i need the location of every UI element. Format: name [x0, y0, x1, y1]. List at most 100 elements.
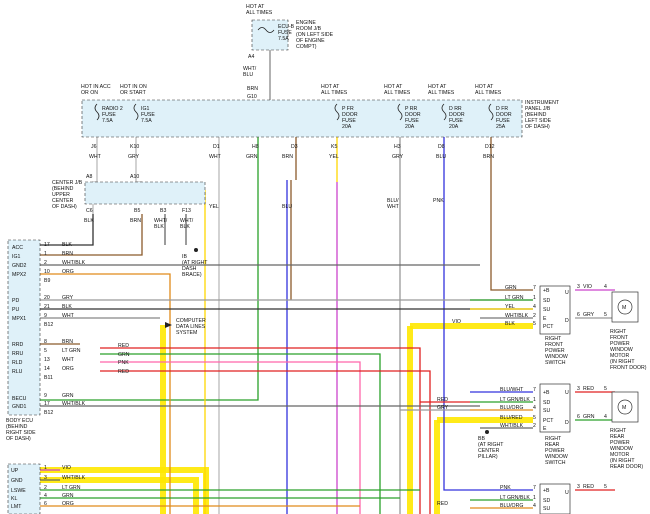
- svg-text:7: 7: [533, 285, 536, 291]
- svg-text:YEL: YEL: [329, 154, 339, 160]
- svg-text:GRY: GRY: [62, 295, 74, 301]
- svg-text:D: D: [565, 318, 569, 324]
- fuse-icon: [334, 103, 340, 121]
- svg-text:PD: PD: [12, 298, 19, 304]
- fuse-icon: [94, 103, 100, 121]
- svg-text:D8: D8: [438, 144, 445, 150]
- svg-text:2: 2: [533, 423, 536, 429]
- svg-text:RRD: RRD: [12, 342, 23, 348]
- svg-text:1: 1: [44, 251, 47, 257]
- svg-text:C6: C6: [86, 208, 93, 214]
- highlighted-circuit: [40, 323, 533, 514]
- svg-text:BRN: BRN: [282, 154, 293, 160]
- svg-text:B11: B11: [44, 375, 53, 381]
- svg-text:4: 4: [604, 284, 607, 290]
- svg-text:6: 6: [577, 312, 580, 318]
- svg-text:UP: UP: [11, 468, 19, 474]
- svg-text:VIO: VIO: [62, 465, 71, 471]
- svg-text:BLU/ORG: BLU/ORG: [500, 503, 523, 509]
- svg-text:H3: H3: [394, 144, 401, 150]
- svg-text:GRN: GRN: [118, 352, 130, 358]
- svg-text:WHT: WHT: [89, 154, 102, 160]
- svg-text:5: 5: [604, 312, 607, 318]
- svg-text:6: 6: [577, 414, 580, 420]
- svg-text:U: U: [565, 290, 569, 296]
- svg-text:YEL: YEL: [209, 204, 219, 210]
- ecu-b-fuse-icon: [257, 27, 275, 33]
- svg-text:KL: KL: [11, 496, 17, 502]
- svg-text:LT GRN: LT GRN: [62, 485, 81, 491]
- svg-text:2: 2: [533, 313, 536, 319]
- svg-text:WHT/BLK: WHT/BLK: [62, 260, 86, 266]
- svg-text:3: 3: [44, 475, 47, 481]
- svg-text:B5: B5: [134, 208, 140, 214]
- svg-text:WHT: WHT: [62, 313, 75, 319]
- svg-text:RED: RED: [118, 343, 129, 349]
- svg-text:2: 2: [44, 260, 47, 266]
- ground-ib-icon: [194, 248, 198, 252]
- svg-text:5: 5: [604, 484, 607, 490]
- svg-text:SU: SU: [543, 307, 550, 313]
- svg-text:RED: RED: [437, 397, 448, 403]
- svg-text:5: 5: [533, 415, 536, 421]
- mid-wire-labels: BLU BLU/WHT PNK: [282, 198, 444, 210]
- svg-text:WHT/BLU: WHT/BLU: [243, 66, 257, 78]
- svg-text:K10: K10: [130, 144, 139, 150]
- svg-text:WHT: WHT: [62, 357, 75, 363]
- svg-text:B9: B9: [44, 278, 50, 284]
- svg-text:+B: +B: [543, 288, 550, 294]
- svg-text:1: 1: [533, 295, 536, 301]
- svg-text:BRN: BRN: [483, 154, 494, 160]
- svg-text:U: U: [565, 490, 569, 496]
- svg-text:A8: A8: [86, 174, 92, 180]
- svg-text:LSWE: LSWE: [11, 488, 26, 494]
- svg-text:BLK: BLK: [84, 218, 94, 224]
- svg-text:3: 3: [577, 484, 580, 490]
- svg-text:13: 13: [44, 357, 50, 363]
- svg-text:ORG: ORG: [62, 366, 74, 372]
- svg-text:RRU: RRU: [12, 351, 23, 357]
- svg-text:ORG: ORG: [62, 501, 74, 507]
- svg-text:GRY: GRY: [437, 405, 449, 411]
- svg-text:K5: K5: [331, 144, 337, 150]
- svg-text:PU: PU: [12, 307, 19, 313]
- svg-text:F13: F13: [182, 208, 191, 214]
- svg-text:B12: B12: [44, 410, 53, 416]
- svg-text:RED: RED: [583, 484, 594, 490]
- fuse-icon: [488, 103, 494, 121]
- svg-text:+B: +B: [543, 488, 550, 494]
- svg-text:PNK: PNK: [118, 360, 129, 366]
- svg-text:WHT/BLK: WHT/BLK: [505, 313, 529, 319]
- svg-text:SD: SD: [543, 498, 550, 504]
- svg-text:GRN: GRN: [583, 414, 595, 420]
- svg-text:BRN: BRN: [247, 86, 258, 92]
